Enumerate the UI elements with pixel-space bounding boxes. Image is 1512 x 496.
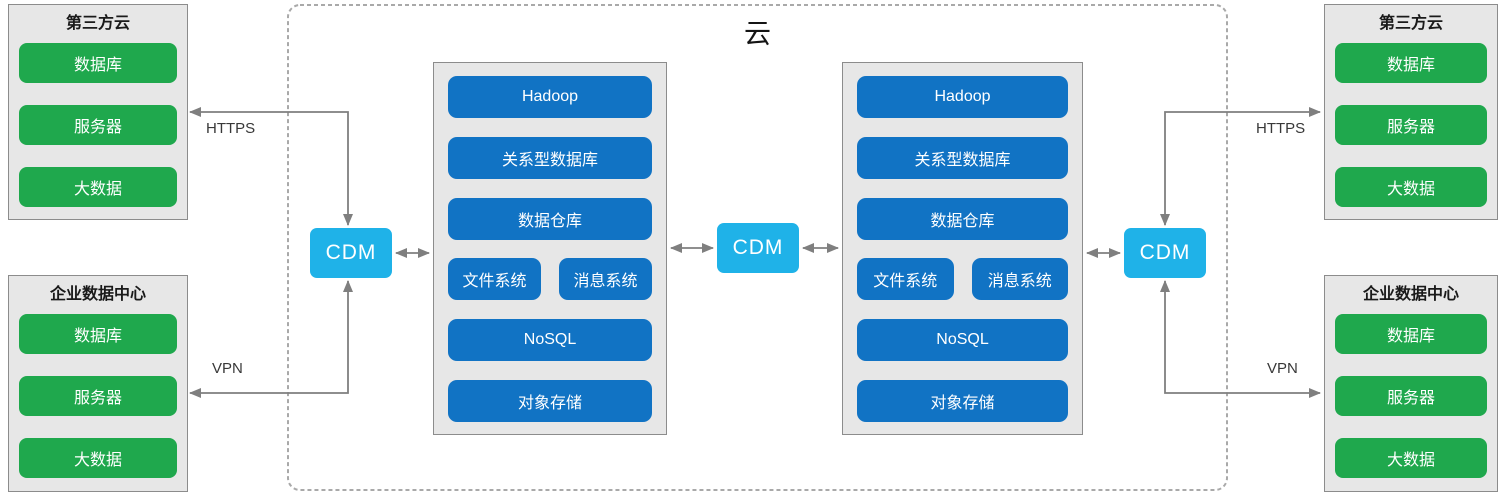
- service-data-warehouse: 数据仓库: [448, 197, 652, 240]
- external-box-enterprise-datacenter-left: 企业数据中心 数据库 服务器 大数据: [8, 275, 188, 492]
- node-big-data: 大数据: [1335, 167, 1487, 207]
- service-relational-database: 关系型数据库: [448, 136, 652, 179]
- box-items: 数据库 服务器 大数据: [1335, 314, 1487, 478]
- service-nosql: NoSQL: [448, 319, 652, 362]
- node-server: 服务器: [1335, 376, 1487, 416]
- cloud-services-cluster-right: Hadoop 关系型数据库 数据仓库 文件系统 消息系统 NoSQL 对象存储: [842, 62, 1083, 435]
- service-file-system: 文件系统: [448, 258, 541, 301]
- cloud-services-cluster-left: Hadoop 关系型数据库 数据仓库 文件系统 消息系统 NoSQL 对象存储: [433, 62, 667, 435]
- cdm-node-center: CDM: [717, 223, 799, 273]
- link-label-vpn-left: VPN: [212, 360, 243, 377]
- box-title: 企业数据中心: [1362, 286, 1459, 303]
- external-box-third-party-cloud-right: 第三方云 数据库 服务器 大数据: [1324, 4, 1498, 220]
- link-label-vpn-right: VPN: [1267, 360, 1298, 377]
- service-message-system: 消息系统: [971, 258, 1068, 301]
- node-server: 服务器: [1335, 105, 1487, 145]
- cdm-node-left: CDM: [310, 228, 392, 278]
- node-database: 数据库: [1335, 314, 1487, 354]
- node-database: 数据库: [19, 314, 177, 354]
- external-box-third-party-cloud-left: 第三方云 数据库 服务器 大数据: [8, 4, 188, 220]
- service-hadoop: Hadoop: [857, 76, 1068, 118]
- service-relational-database: 关系型数据库: [857, 136, 1068, 179]
- service-nosql: NoSQL: [857, 319, 1068, 362]
- node-server: 服务器: [19, 376, 177, 416]
- service-hadoop: Hadoop: [448, 76, 652, 118]
- service-file-system: 文件系统: [857, 258, 954, 301]
- box-items: 数据库 服务器 大数据: [19, 314, 177, 478]
- box-title: 第三方云: [65, 15, 130, 32]
- node-big-data: 大数据: [19, 167, 177, 207]
- external-box-enterprise-datacenter-right: 企业数据中心 数据库 服务器 大数据: [1324, 275, 1498, 492]
- service-object-storage: 对象存储: [448, 379, 652, 422]
- cloud-title: 云: [744, 19, 771, 49]
- node-database: 数据库: [19, 43, 177, 83]
- service-message-system: 消息系统: [559, 258, 652, 301]
- box-title: 企业数据中心: [49, 286, 146, 303]
- service-split-row: 文件系统 消息系统: [857, 258, 1068, 301]
- link-label-https-left: HTTPS: [206, 120, 256, 137]
- service-split-row: 文件系统 消息系统: [448, 258, 652, 301]
- service-object-storage: 对象存储: [857, 379, 1068, 422]
- box-title: 第三方云: [1378, 15, 1443, 32]
- node-big-data: 大数据: [19, 438, 177, 478]
- service-data-warehouse: 数据仓库: [857, 197, 1068, 240]
- node-big-data: 大数据: [1335, 438, 1487, 478]
- node-database: 数据库: [1335, 43, 1487, 83]
- box-items: 数据库 服务器 大数据: [1335, 43, 1487, 207]
- link-label-https-right: HTTPS: [1256, 120, 1306, 137]
- cdm-node-right: CDM: [1124, 228, 1206, 278]
- node-server: 服务器: [19, 105, 177, 145]
- box-items: 数据库 服务器 大数据: [19, 43, 177, 207]
